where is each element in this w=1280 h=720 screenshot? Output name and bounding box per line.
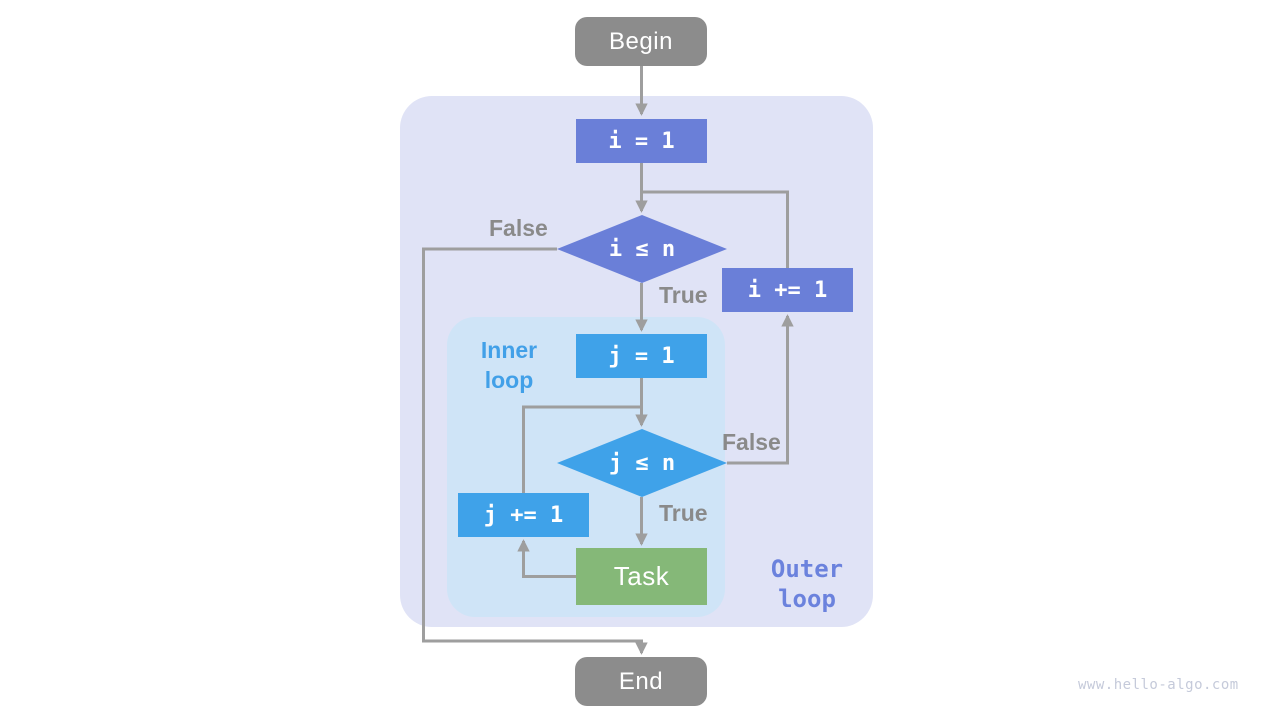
outer-false-label: False <box>489 215 548 241</box>
inner-false-label: False <box>722 429 781 455</box>
inner-true-label: True <box>659 500 708 526</box>
outer-loop-label-line1: Outer <box>770 555 844 583</box>
init-i-node: i = 1 <box>576 119 707 163</box>
watermark: www.hello-algo.com <box>1078 677 1239 693</box>
task-node: Task <box>576 548 707 605</box>
outer-loop-label-line2: loop <box>778 585 836 613</box>
outer-true-label: True <box>659 282 708 308</box>
init-j-node: j = 1 <box>576 334 707 378</box>
end-node: End <box>575 657 707 706</box>
begin-node: Begin <box>575 17 707 66</box>
inner-loop-label-line2: loop <box>484 367 534 393</box>
inner-loop-label-line1: Inner <box>480 337 538 363</box>
inner-loop-label: Inner loop <box>454 335 564 395</box>
outer-loop-label: Outer loop <box>751 554 863 614</box>
inc-j-node: j += 1 <box>458 493 589 537</box>
inc-i-node: i += 1 <box>722 268 853 312</box>
